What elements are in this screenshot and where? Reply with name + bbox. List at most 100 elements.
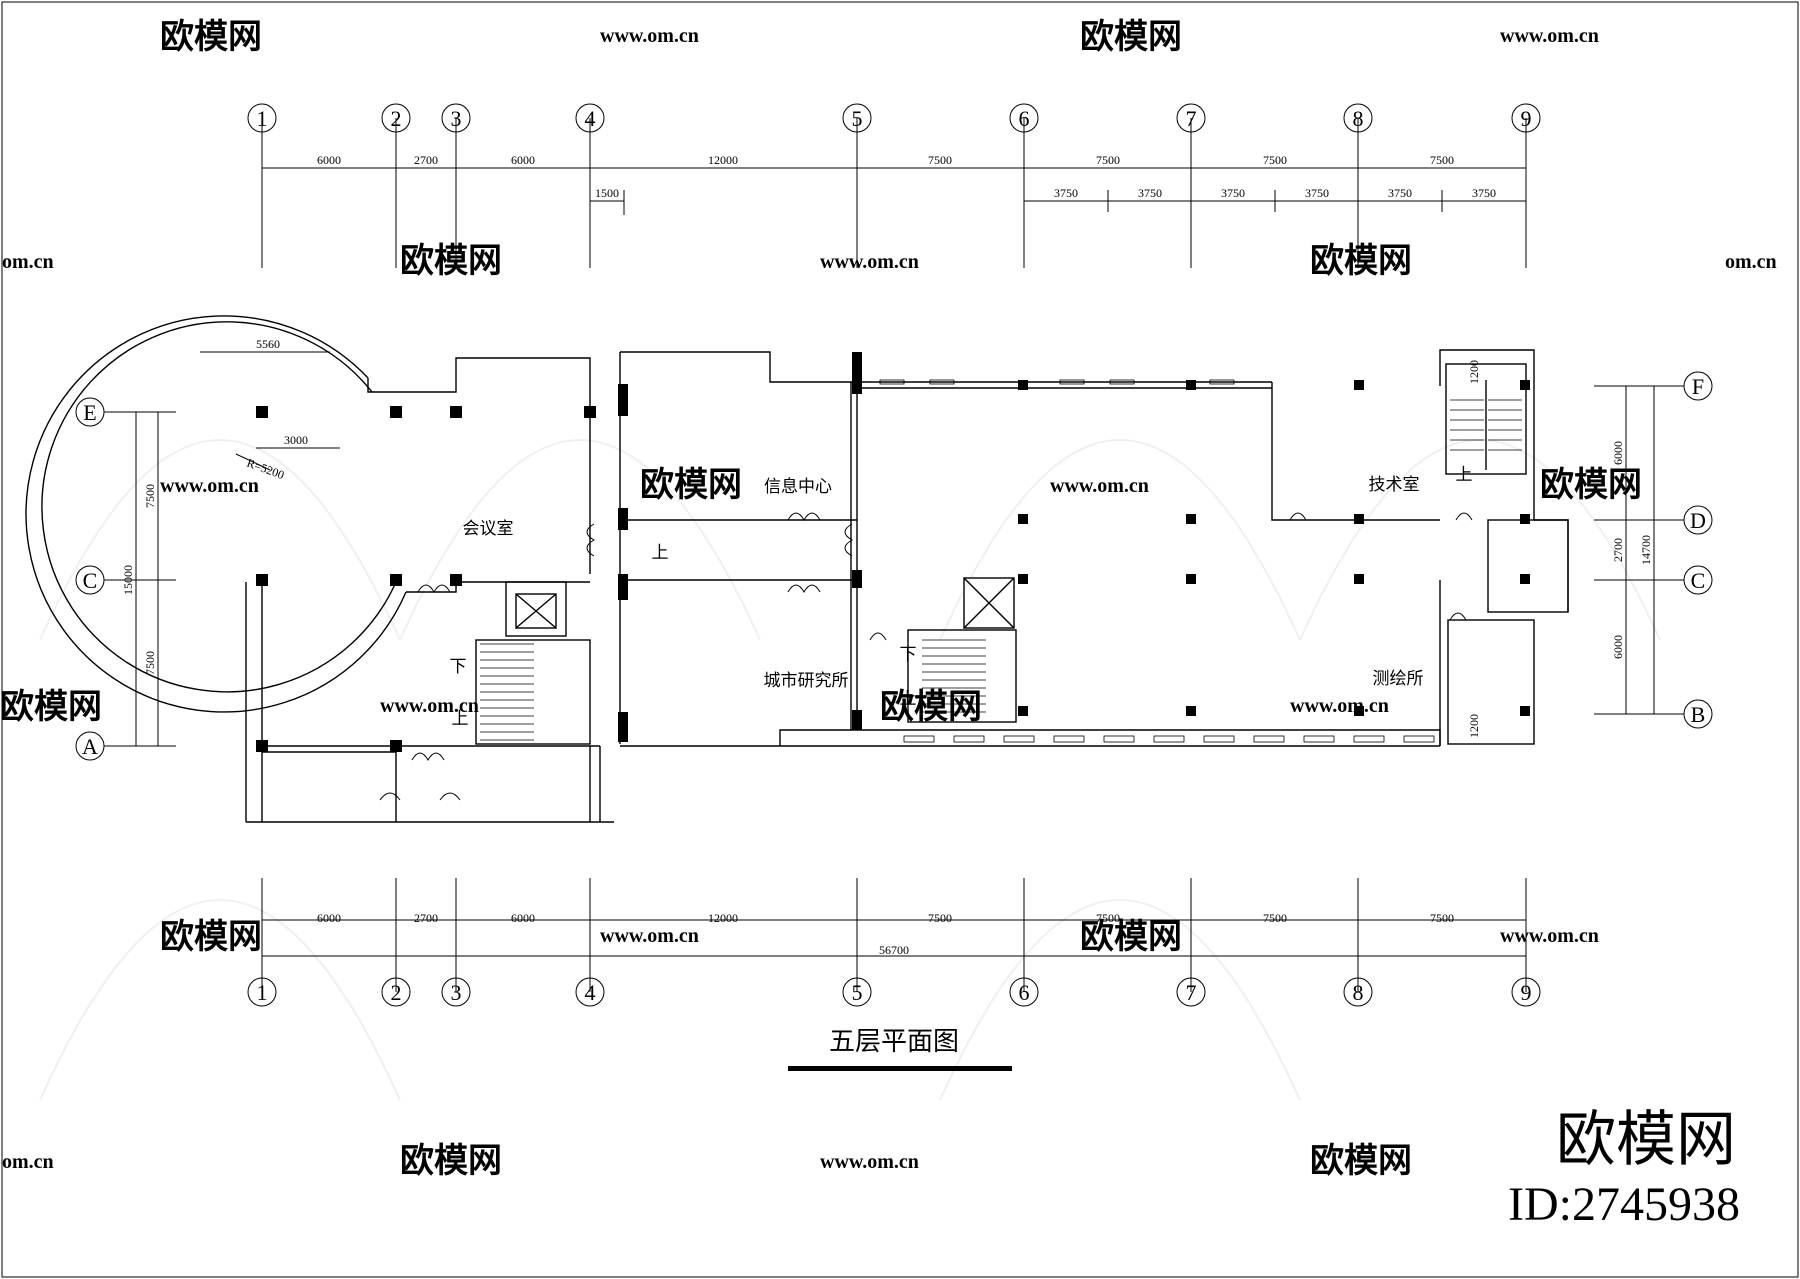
svg-text:C: C [83,568,98,593]
svg-text:3: 3 [451,106,462,131]
watermark-brand: 欧模网 [1080,18,1182,56]
axis-bubble-1: 1 [247,977,277,1007]
svg-text:7: 7 [1186,106,1197,131]
stair-up-mark: 上 [900,689,917,708]
title-underline [788,1066,1012,1071]
watermark-brand: 欧模网 [160,18,262,56]
watermark-url: www.om.cn [1500,25,1599,47]
axis-bubble-1: 1 [247,103,277,133]
svg-text:2: 2 [391,106,402,131]
dim-right-2: 2700 [1611,538,1625,562]
watermark-url: www.om.cn [600,25,699,47]
svg-text:4: 4 [585,106,596,131]
stair-up-mark: 上 [1456,465,1473,484]
axis-bubble-9: 9 [1511,977,1541,1007]
dim-bottom-6: 7500 [1096,911,1120,925]
dim-bottom-4: 12000 [708,911,738,925]
svg-text:E: E [83,400,96,425]
dim-top-6: 7500 [1096,153,1120,167]
dim-bottom-1: 6000 [317,911,341,925]
structural-columns [256,352,1530,752]
right-dimension-texts: 6000 2700 6000 14700 [1611,441,1653,659]
dim-top-sub-6: 3750 [1472,186,1496,200]
door-swings [379,512,1473,801]
dim-bottom-5: 7500 [928,911,952,925]
watermark-brand: 欧模网 [640,466,742,504]
svg-text:6: 6 [1019,980,1030,1005]
svg-text:C: C [1691,568,1706,593]
dim-top-5: 7500 [928,153,952,167]
axis-bubble-4: 4 [575,977,605,1007]
dim-bottom-2: 2700 [414,911,438,925]
svg-text:B: B [1691,702,1706,727]
room-label-urban-institute: 城市研究所 [764,671,849,690]
watermark-brand: 欧模网 [1310,242,1412,280]
dim-top-sub-5: 3750 [1388,186,1412,200]
watermark-brand: 欧模网 [1080,918,1182,956]
watermark-brand: 欧模网 [0,688,102,726]
dim-top-4: 12000 [708,153,738,167]
left-dimension-texts: 7500 7500 15000 [121,484,157,675]
room-label-info-center: 信息中心 [764,477,832,496]
dim-top-sub-3: 3750 [1221,186,1245,200]
axis-bubble-5: 5 [842,977,872,1007]
right-dimension-lines [1594,385,1684,715]
watermark-url: www.om.cn [1050,475,1149,497]
watermark-url: om.cn [2,251,54,273]
axis-bubble-2: 2 [381,977,411,1007]
axis-bubble-9: 9 [1511,103,1541,133]
dim-stair-bottom: 1200 [1467,714,1481,738]
svg-text:D: D [1690,508,1706,533]
dim-top-2: 2700 [414,153,438,167]
dim-right-1: 6000 [1611,441,1625,465]
dim-bottom-7: 7500 [1263,911,1287,925]
drawing-id: ID:2745938 [1508,1178,1740,1231]
dim-right-total: 14700 [1639,535,1653,565]
watermark-url: www.om.cn [160,475,259,497]
drawing-title: 五层平面图 [829,1027,959,1056]
bottom-dimension-lines [261,878,1527,992]
axis-bubble-B: B [1683,699,1713,729]
axis-bubble-6: 6 [1009,977,1039,1007]
top-axis-bubbles: 1 2 3 4 5 6 7 8 9 [247,103,1541,133]
axis-bubble-F: F [1683,371,1713,401]
dim-stair-top: 1200 [1467,360,1481,384]
dim-left-1: 7500 [143,484,157,508]
watermark-url: www.om.cn [1290,695,1389,717]
axis-bubble-3: 3 [441,977,471,1007]
axis-bubble-8: 8 [1343,103,1373,133]
right-axis-bubbles: F D C B [1683,371,1713,729]
bottom-dimension-texts: 6000 2700 6000 12000 7500 7500 7500 7500… [317,911,1454,957]
room-label-survey-office: 测绘所 [1373,669,1424,688]
axis-bubble-D: D [1683,505,1713,535]
dim-right-3: 6000 [1611,635,1625,659]
axis-bubble-C-right: C [1683,565,1713,595]
dim-top-offset: 1500 [595,186,619,200]
watermark-brand: 欧模网 [1310,1142,1412,1180]
watermark-url: www.om.cn [380,695,479,717]
watermark-brand: 欧模网 [400,242,502,280]
building-walls [25,315,1569,823]
svg-text:3: 3 [451,980,462,1005]
axis-bubble-6: 6 [1009,103,1039,133]
stair-up-mark: 上 [652,543,669,562]
brand-logo-text: 欧模网 [1556,1107,1736,1173]
svg-text:F: F [1692,374,1704,399]
svg-text:7: 7 [1186,980,1197,1005]
watermark-url: www.om.cn [600,925,699,947]
axis-bubble-4: 4 [575,103,605,133]
dim-top-1: 6000 [317,153,341,167]
dim-top-sub-1: 3750 [1054,186,1078,200]
svg-text:A: A [82,734,98,759]
watermark-layer: 欧模网 www.om.cn 欧模网 www.om.cn om.cn 欧模网 ww… [0,18,1777,1180]
svg-text:1: 1 [257,980,268,1005]
dim-bottom-8: 7500 [1430,911,1454,925]
stair-treads [480,399,1522,741]
watermark-url: om.cn [2,1151,54,1173]
svg-text:5: 5 [852,106,863,131]
svg-text:9: 9 [1521,106,1532,131]
axis-bubble-E: E [75,397,105,427]
svg-text:5: 5 [852,980,863,1005]
dim-left-total: 15000 [121,565,135,595]
